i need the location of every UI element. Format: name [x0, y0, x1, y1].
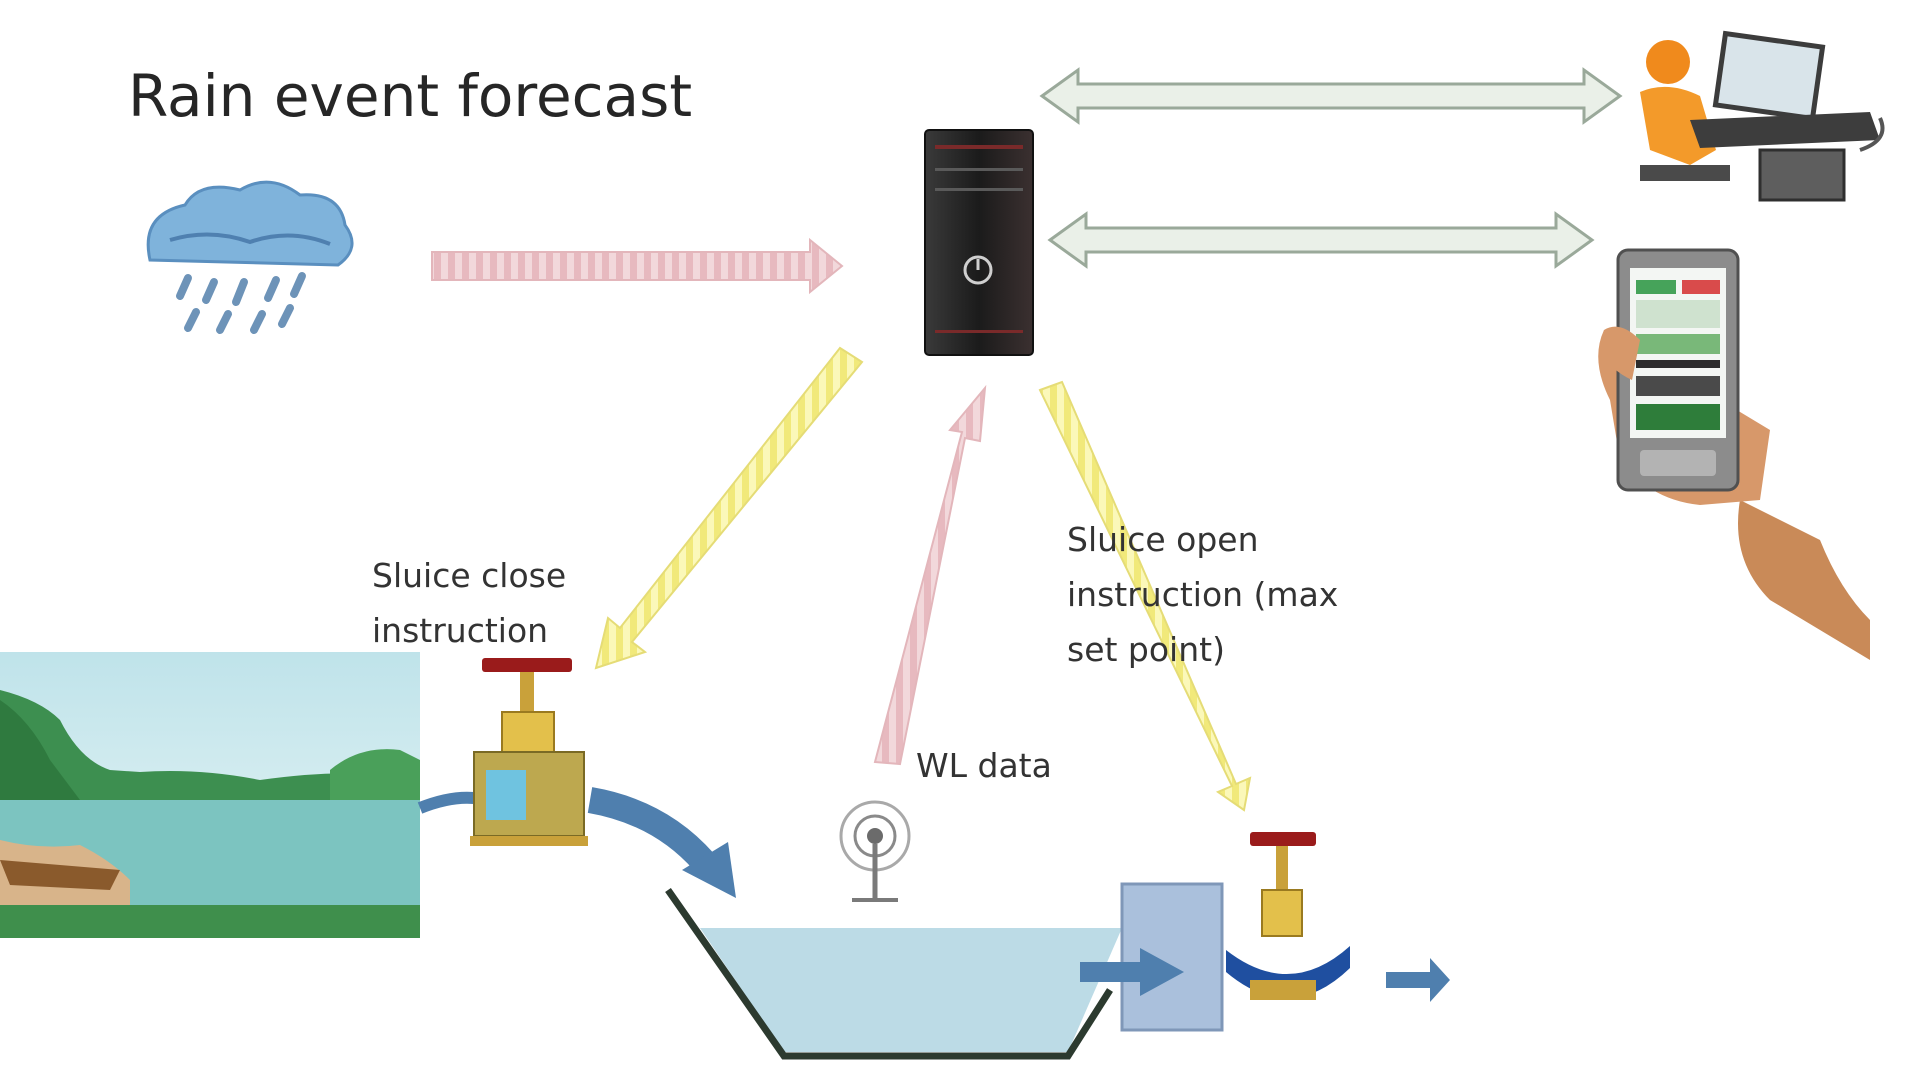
- canal-flow-arrow: [587, 787, 736, 898]
- server-tower-icon: [924, 129, 1034, 356]
- sluice-close-arrow: [594, 346, 864, 670]
- mobile-link-arrow: [1047, 211, 1595, 269]
- forecast-data-arrow: [431, 237, 844, 295]
- sluice-open-arrow: [1038, 380, 1252, 812]
- diagram-title: Rain event forecast: [128, 62, 693, 130]
- sluice-open-line-1: Sluice open: [1067, 520, 1259, 559]
- smartphone-icon: [1598, 248, 1870, 660]
- sluice-close-label: Sluice close instruction: [372, 548, 566, 658]
- sluice-open-label: Sluice open instruction (max set point): [1067, 512, 1338, 677]
- wl-data-arrow: [873, 384, 987, 766]
- outlet-gate-icon: [1080, 832, 1450, 1032]
- sluice-open-line-2: instruction (max: [1067, 575, 1339, 614]
- wl-data-label: WL data: [916, 746, 1052, 785]
- antenna-sensor-icon: [839, 800, 911, 902]
- operator-computer-icon: [1640, 30, 1885, 202]
- lake-landscape-icon: [0, 652, 420, 938]
- inflow-pipe: [417, 791, 475, 814]
- sluice-open-line-3: set point): [1067, 630, 1225, 669]
- sluice-close-line-2: instruction: [372, 611, 549, 650]
- sluice-valve-icon: [470, 658, 588, 846]
- sluice-close-line-1: Sluice close: [372, 556, 567, 595]
- rain-cloud-icon: [146, 180, 354, 334]
- operator-link-arrow: [1039, 67, 1623, 125]
- retention-basin: [665, 887, 1122, 1060]
